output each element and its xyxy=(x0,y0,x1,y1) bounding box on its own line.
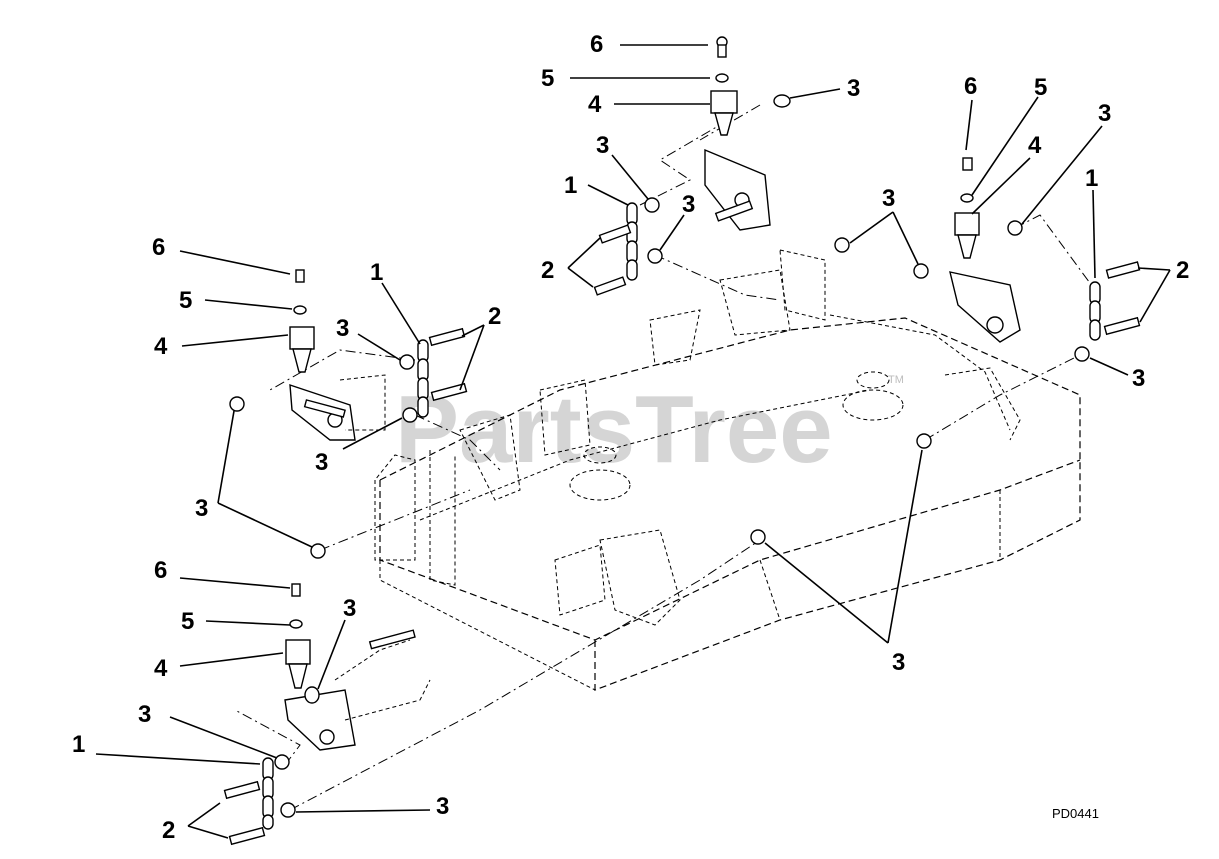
hanger-assembly-top-center xyxy=(593,36,791,296)
nut xyxy=(644,197,660,213)
callout-3: 3 xyxy=(1098,100,1111,127)
hanger-assembly-bottom-left xyxy=(223,583,431,846)
nut xyxy=(773,94,791,108)
nut xyxy=(1007,220,1023,236)
leader-lines xyxy=(95,44,1171,839)
callout-3: 3 xyxy=(892,649,905,676)
callout-5: 5 xyxy=(1034,74,1047,101)
hanger-assembly-top-right xyxy=(834,157,1141,362)
washer xyxy=(960,193,974,203)
callout-4: 4 xyxy=(154,333,168,360)
nut xyxy=(310,543,326,559)
nut xyxy=(402,407,418,423)
washer xyxy=(289,619,303,629)
nut xyxy=(913,263,929,279)
callout-3: 3 xyxy=(882,185,895,212)
callout-1: 1 xyxy=(370,259,383,286)
callout-6: 6 xyxy=(154,557,167,584)
watermark-text: PartsTree xyxy=(395,376,833,483)
callout-6: 6 xyxy=(590,31,603,58)
callout-5: 5 xyxy=(541,65,554,92)
washer xyxy=(293,305,307,315)
figure-code: PD0441 xyxy=(1052,806,1099,821)
callout-3: 3 xyxy=(315,449,328,476)
nut xyxy=(229,396,245,412)
callout-3: 3 xyxy=(436,793,449,820)
callout-3: 3 xyxy=(336,315,349,342)
mower-deck xyxy=(374,249,1081,691)
hanger-block xyxy=(289,326,315,350)
callout-2: 2 xyxy=(1176,257,1189,284)
callout-1: 1 xyxy=(72,731,85,758)
callout-2: 2 xyxy=(162,817,175,844)
callout-5: 5 xyxy=(179,287,192,314)
callout-1: 1 xyxy=(1085,165,1098,192)
nut xyxy=(304,686,320,704)
chain-routing-lines xyxy=(234,104,1096,811)
hanger-block xyxy=(285,639,311,665)
callout-4: 4 xyxy=(154,655,168,682)
callout-4: 4 xyxy=(1028,132,1042,159)
callout-1: 1 xyxy=(564,172,577,199)
nut xyxy=(280,802,296,818)
callout-3: 3 xyxy=(343,595,356,622)
nut xyxy=(399,354,415,370)
hanger-assembly-mid-left xyxy=(229,269,468,559)
hanger-block xyxy=(954,212,980,236)
callout-2: 2 xyxy=(488,303,501,330)
callout-6: 6 xyxy=(964,73,977,100)
callout-5: 5 xyxy=(181,608,194,635)
callout-2: 2 xyxy=(541,257,554,284)
callout-3: 3 xyxy=(847,75,860,102)
nut xyxy=(647,248,663,264)
callout-4: 4 xyxy=(588,91,602,118)
callout-6: 6 xyxy=(152,234,165,261)
callout-3: 3 xyxy=(1132,365,1145,392)
washer xyxy=(715,73,729,83)
callout-3: 3 xyxy=(138,701,151,728)
nut xyxy=(916,433,932,449)
callouts: 6 5 4 3 3 1 3 2 6 5 4 3 3 1 2 3 3 6 5 4 … xyxy=(72,31,1189,844)
hanger-block xyxy=(710,90,738,114)
nut xyxy=(1074,346,1090,362)
callout-3: 3 xyxy=(195,495,208,522)
callout-3: 3 xyxy=(596,132,609,159)
nut xyxy=(274,754,290,770)
callout-3: 3 xyxy=(682,191,695,218)
nut xyxy=(834,237,850,253)
watermark-trademark: TM xyxy=(888,374,904,386)
nut xyxy=(750,529,766,545)
